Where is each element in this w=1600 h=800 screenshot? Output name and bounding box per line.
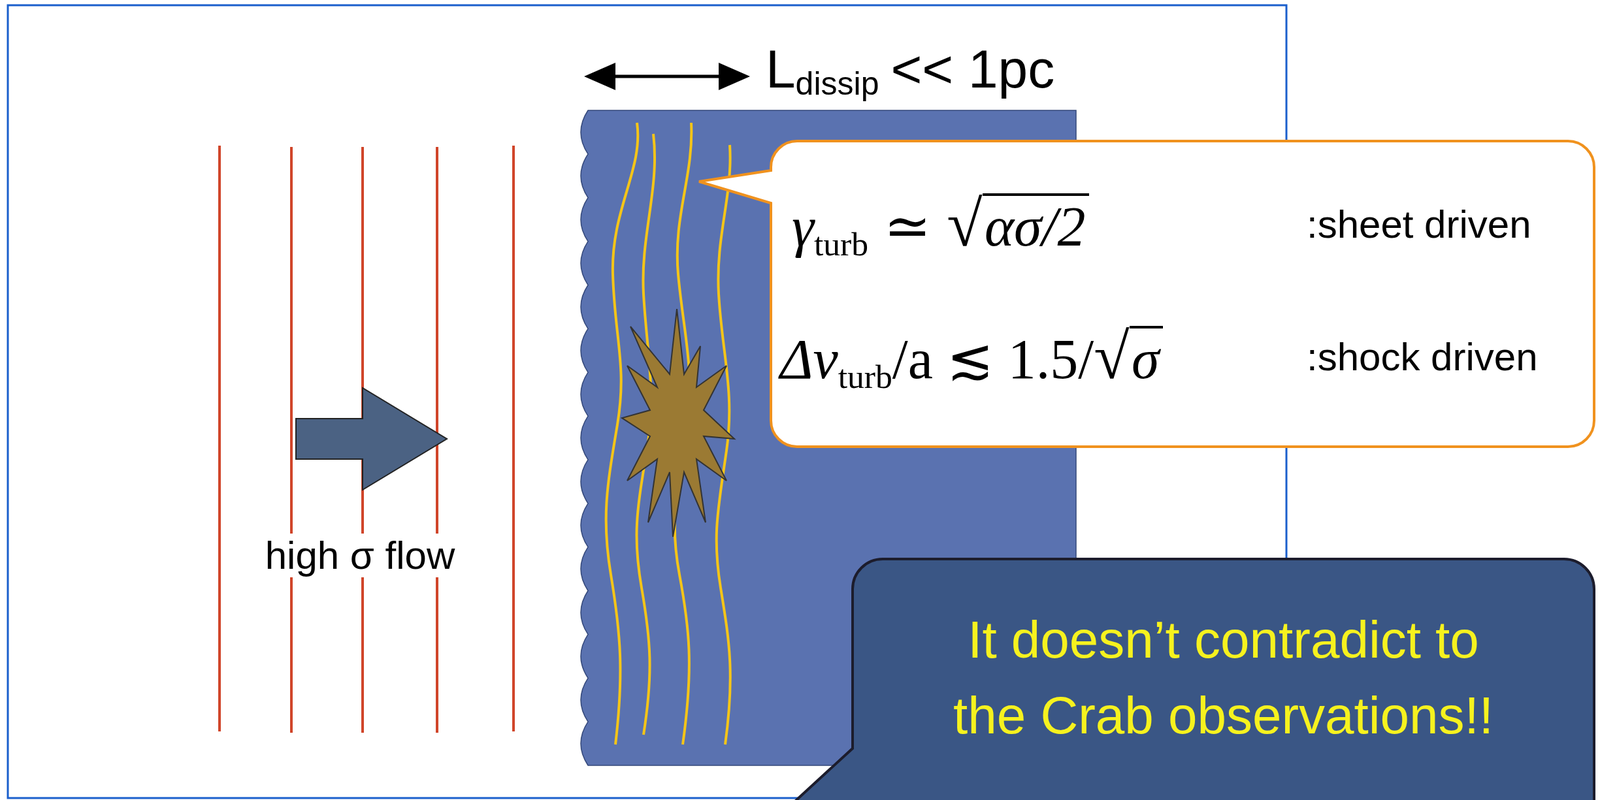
mechanism-label: :shock driven bbox=[1306, 333, 1538, 381]
callout-outline bbox=[770, 141, 1595, 447]
arrowhead bbox=[584, 62, 616, 91]
dimension-subscript: dissip bbox=[795, 65, 880, 102]
formula-part: Δv bbox=[780, 327, 839, 391]
callout-border bbox=[699, 141, 1595, 447]
flow-label: high σ flow bbox=[261, 533, 460, 578]
formula-part: √ bbox=[1093, 320, 1129, 392]
dimension-arrow bbox=[584, 62, 751, 91]
shock-star bbox=[621, 309, 735, 538]
label-group: Ldissip << 1pc bbox=[765, 38, 1055, 103]
bubble-border bbox=[796, 559, 1595, 800]
field-line bbox=[218, 145, 221, 732]
speech-bubble: It doesn’t contradict to the Crab observ… bbox=[852, 559, 1595, 800]
mechanism-label: :sheet driven bbox=[1306, 201, 1532, 249]
bubble-outline bbox=[852, 559, 1595, 800]
formula-part: γ bbox=[791, 195, 815, 259]
dimension-value: << 1pc bbox=[890, 39, 1055, 99]
arrowhead bbox=[718, 62, 751, 91]
formula: Δvturb/a ≲ 1.5/√σ bbox=[780, 316, 1163, 399]
formula-part: √ bbox=[946, 188, 982, 260]
formula-part: ασ/2 bbox=[982, 193, 1090, 257]
turbulent-line bbox=[716, 145, 731, 745]
label-group: high σ flow bbox=[261, 532, 460, 580]
formula-part: /a ≲ 1.5/ bbox=[892, 327, 1094, 391]
field-line bbox=[290, 146, 293, 734]
conclusion-text: It doesn’t contradict to the Crab observ… bbox=[878, 602, 1568, 754]
turbulent-line bbox=[606, 122, 639, 745]
formula-part: turb bbox=[838, 358, 893, 396]
formula-part: σ bbox=[1129, 326, 1163, 389]
flow-arrow bbox=[295, 388, 447, 490]
field-line bbox=[512, 145, 515, 732]
formula-callout: γturb≃√ασ/2:sheet drivenΔvturb/a ≲ 1.5/√… bbox=[770, 141, 1595, 447]
formula: γturb ≃√ασ/2 bbox=[791, 183, 1090, 266]
dimension-label: L bbox=[765, 39, 796, 99]
dimension-line bbox=[607, 75, 727, 79]
field-lines bbox=[219, 145, 514, 734]
formula-part: turb bbox=[814, 225, 869, 263]
formula-part: ≃ bbox=[883, 195, 931, 259]
